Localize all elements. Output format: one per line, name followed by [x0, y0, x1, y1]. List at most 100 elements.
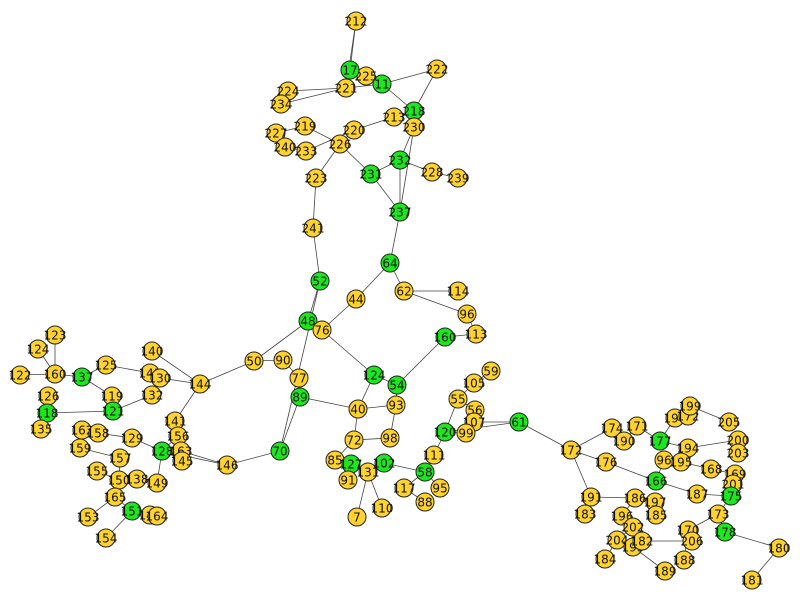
graph-node: 233	[295, 141, 318, 161]
graph-node-circle	[358, 462, 378, 482]
graph-node-circle	[650, 431, 670, 451]
graph-node: 205	[718, 412, 740, 432]
graph-node-circle	[303, 218, 323, 238]
graph-node: 204	[606, 530, 629, 550]
graph-node-circle	[103, 401, 123, 421]
graph-node-circle	[70, 438, 90, 458]
graph-node-label: 113	[465, 328, 488, 342]
graph-node-circle	[152, 441, 172, 461]
graph-node-label: 48	[300, 315, 315, 329]
graph-node-label: 76	[314, 324, 329, 338]
graph-node: 188	[673, 550, 695, 570]
graph-node: 137	[71, 367, 94, 387]
graph-node: 58	[415, 462, 435, 482]
graph-node-label: 155	[86, 465, 109, 479]
graph-node-label: 72	[346, 434, 361, 448]
graph-node-label: 172	[560, 444, 583, 458]
graph-node: 61	[509, 412, 529, 432]
graph-node-label: 160	[44, 368, 67, 382]
graph-node: 226	[329, 134, 351, 154]
graph-node: 166	[645, 471, 667, 491]
graph-node-label: 93	[388, 399, 403, 413]
graph-node-circle	[427, 59, 447, 79]
graph-node-label: 44	[348, 293, 363, 307]
graph-node: 195	[670, 452, 692, 472]
graph-node-label: 64	[382, 257, 397, 271]
graph-node-label: 85	[327, 454, 342, 468]
graph-node-label: 122	[9, 369, 32, 383]
graph-node-circle	[96, 355, 116, 375]
graph-node-circle	[122, 501, 142, 521]
graph-node: 213	[383, 107, 405, 127]
graph-node-label: 175	[720, 490, 743, 504]
graph-node-circle	[607, 530, 627, 550]
graph-node: 99	[456, 423, 476, 443]
graph-node-label: 220	[343, 124, 366, 138]
graph-node-circle	[96, 528, 116, 548]
graph-edge	[279, 280, 321, 452]
graph-node-circle	[295, 116, 315, 136]
graph-node-circle	[721, 486, 741, 506]
graph-node-circle	[361, 164, 381, 184]
graph-node-label: 228	[421, 166, 444, 180]
graph-node-circle	[701, 459, 721, 479]
graph-node: 40	[348, 399, 368, 419]
graph-node-label: 154	[95, 532, 118, 546]
graph-node-label: 177	[649, 435, 672, 449]
graph-node-label: 168	[700, 463, 723, 477]
graph-node: 234	[270, 94, 292, 114]
graph-node-label: 137	[71, 371, 94, 385]
graph-node-label: 233	[295, 145, 318, 159]
graph-node-label: 221	[335, 82, 358, 96]
graph-node: 110	[371, 498, 393, 518]
graph-node-circle	[674, 550, 694, 570]
graph-node: 176	[595, 452, 617, 472]
graph-node: 145	[171, 451, 194, 471]
graph-node: 127	[340, 454, 362, 474]
graph-node-circle	[632, 531, 652, 551]
graph-node-circle	[596, 452, 616, 472]
graph-node: 113	[465, 324, 488, 344]
graph-node-circle	[448, 281, 468, 301]
graph-node-circle	[386, 395, 406, 415]
graph-node: 89	[290, 387, 310, 407]
graph-node-label: 204	[606, 534, 629, 548]
graph-node-label: 182	[631, 535, 654, 549]
graph-node-label: 223	[305, 172, 328, 186]
graph-node-label: 157	[109, 452, 132, 466]
graph-node-label: 117	[393, 482, 416, 496]
graph-node: 183	[574, 504, 596, 524]
graph-node-circle	[464, 373, 484, 393]
graph-node: 154	[95, 528, 118, 548]
graph-node-circle	[244, 351, 264, 371]
graph-node-label: 95	[432, 482, 447, 496]
graph-node: 159	[69, 438, 91, 458]
graph-node-label: 173	[707, 508, 730, 522]
graph-node: 120	[434, 422, 456, 442]
graph-node: 202	[622, 517, 644, 537]
graph-node-circle	[45, 364, 65, 384]
graph-node-label: 126	[37, 390, 60, 404]
graph-node: 124	[363, 365, 385, 385]
graph-node: 122	[9, 365, 32, 385]
graph-node-label: 89	[292, 391, 307, 405]
graph-node-label: 128	[151, 445, 174, 459]
graph-node-label: 145	[171, 455, 194, 469]
graph-node-label: 62	[396, 285, 411, 299]
graph-node-label: 240	[274, 141, 297, 155]
graph-node: 165	[104, 487, 126, 507]
graph-node-circle	[581, 487, 601, 507]
graph-node-label: 162	[71, 424, 94, 438]
graph-node-circle	[671, 452, 691, 472]
graph-node-circle	[390, 202, 410, 222]
graph-node: 54	[387, 375, 407, 395]
graph-node: 225	[355, 66, 377, 86]
graph-node-label: 206	[681, 535, 704, 549]
graph-node-circle	[338, 470, 358, 490]
graph-node: 178	[714, 522, 736, 542]
graph-node-circle	[172, 451, 192, 471]
graph-node: 222	[426, 59, 448, 79]
graph-node-circle	[266, 123, 286, 143]
graph-node-circle	[430, 478, 450, 498]
graph-node: 230	[403, 117, 425, 137]
